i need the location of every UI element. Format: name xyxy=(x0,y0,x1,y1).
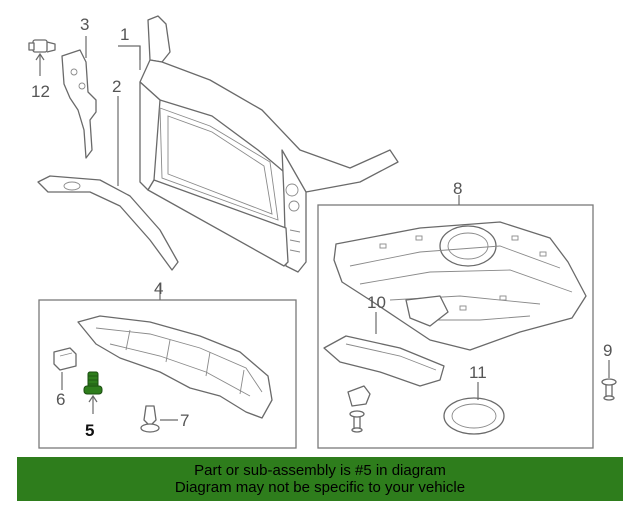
part-11-access-cover xyxy=(443,382,505,435)
part-7-push-pin xyxy=(140,405,178,433)
part-6-clip xyxy=(53,347,77,371)
part-5-screw-highlighted xyxy=(83,371,103,414)
part-2-lower-arm xyxy=(37,96,179,271)
banner-line-2: Diagram may not be specific to your vehi… xyxy=(174,479,466,496)
part-12-sensor xyxy=(28,39,56,76)
group-box-4 xyxy=(38,299,297,449)
callout-5: 5 xyxy=(85,421,94,440)
callout-6: 6 xyxy=(56,390,65,409)
callout-12: 12 xyxy=(31,82,50,101)
part-9-bolt xyxy=(601,360,617,401)
callout-3: 3 xyxy=(80,15,89,34)
callout-1: 1 xyxy=(120,25,129,44)
part-3-bracket xyxy=(61,36,97,159)
callout-8: 8 xyxy=(453,179,462,198)
part-1-radiator-support xyxy=(118,15,399,273)
parts-diagram: 12 3 1 2 4 xyxy=(28,15,617,449)
part-8-under-cover xyxy=(333,221,587,351)
callout-7: 7 xyxy=(180,411,189,430)
callout-9: 9 xyxy=(603,341,612,360)
callout-11: 11 xyxy=(469,363,487,382)
info-banner: Part or sub-assembly is #5 in diagram Di… xyxy=(17,457,623,501)
callout-4: 4 xyxy=(154,279,163,298)
banner-line-1: Part or sub-assembly is #5 in diagram xyxy=(194,462,446,479)
part-4-deflector-shield xyxy=(77,315,273,419)
group-box-8 xyxy=(317,204,594,449)
part-10-clip-bolt xyxy=(347,385,371,433)
callout-10: 10 xyxy=(367,293,386,312)
callout-2: 2 xyxy=(112,77,121,96)
part-10-side-bracket xyxy=(323,312,445,387)
